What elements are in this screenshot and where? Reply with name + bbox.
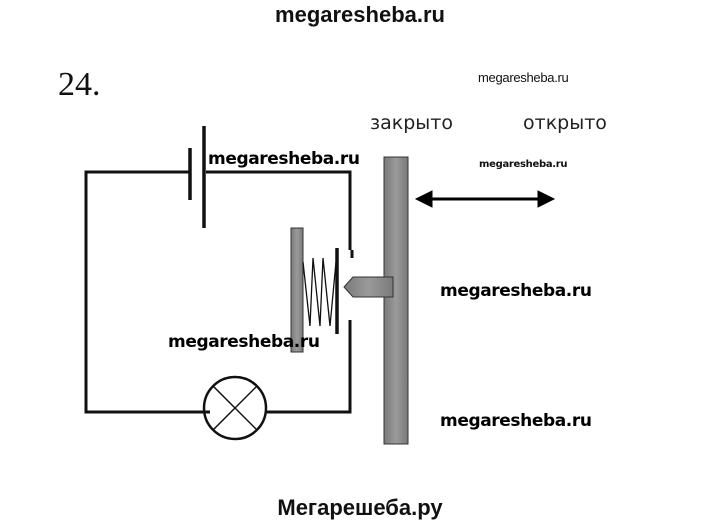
spring-mount-plate (290, 227, 304, 353)
double-arrow-icon (414, 190, 556, 208)
wire-top-left (84, 170, 190, 414)
lamp-icon (202, 375, 268, 441)
watermark-right-bottom: megaresheba.ru (440, 411, 592, 431)
watermark-battery: megaresheba.ru (208, 149, 360, 169)
sliding-bar (383, 156, 409, 445)
label-closed: закрыто (370, 112, 453, 134)
battery-icon (188, 126, 206, 228)
spring-icon (302, 257, 337, 327)
wire-top-right (206, 170, 352, 250)
header-watermark: megaresheba.ru (275, 2, 445, 27)
problem-number: 24. (58, 66, 101, 103)
watermark-right-mid: megaresheba.ru (440, 281, 592, 301)
watermark-small: megaresheba.ru (478, 70, 569, 85)
contact-pin (343, 276, 394, 298)
label-open: открыто (523, 112, 607, 134)
watermark-tiny: megaresheba.ru (479, 159, 568, 170)
watermark-spring: megaresheba.ru (168, 332, 320, 352)
footer-watermark: Мегарешеба.ру (277, 495, 443, 520)
wires (84, 170, 352, 414)
wire-right-lower (266, 320, 352, 414)
